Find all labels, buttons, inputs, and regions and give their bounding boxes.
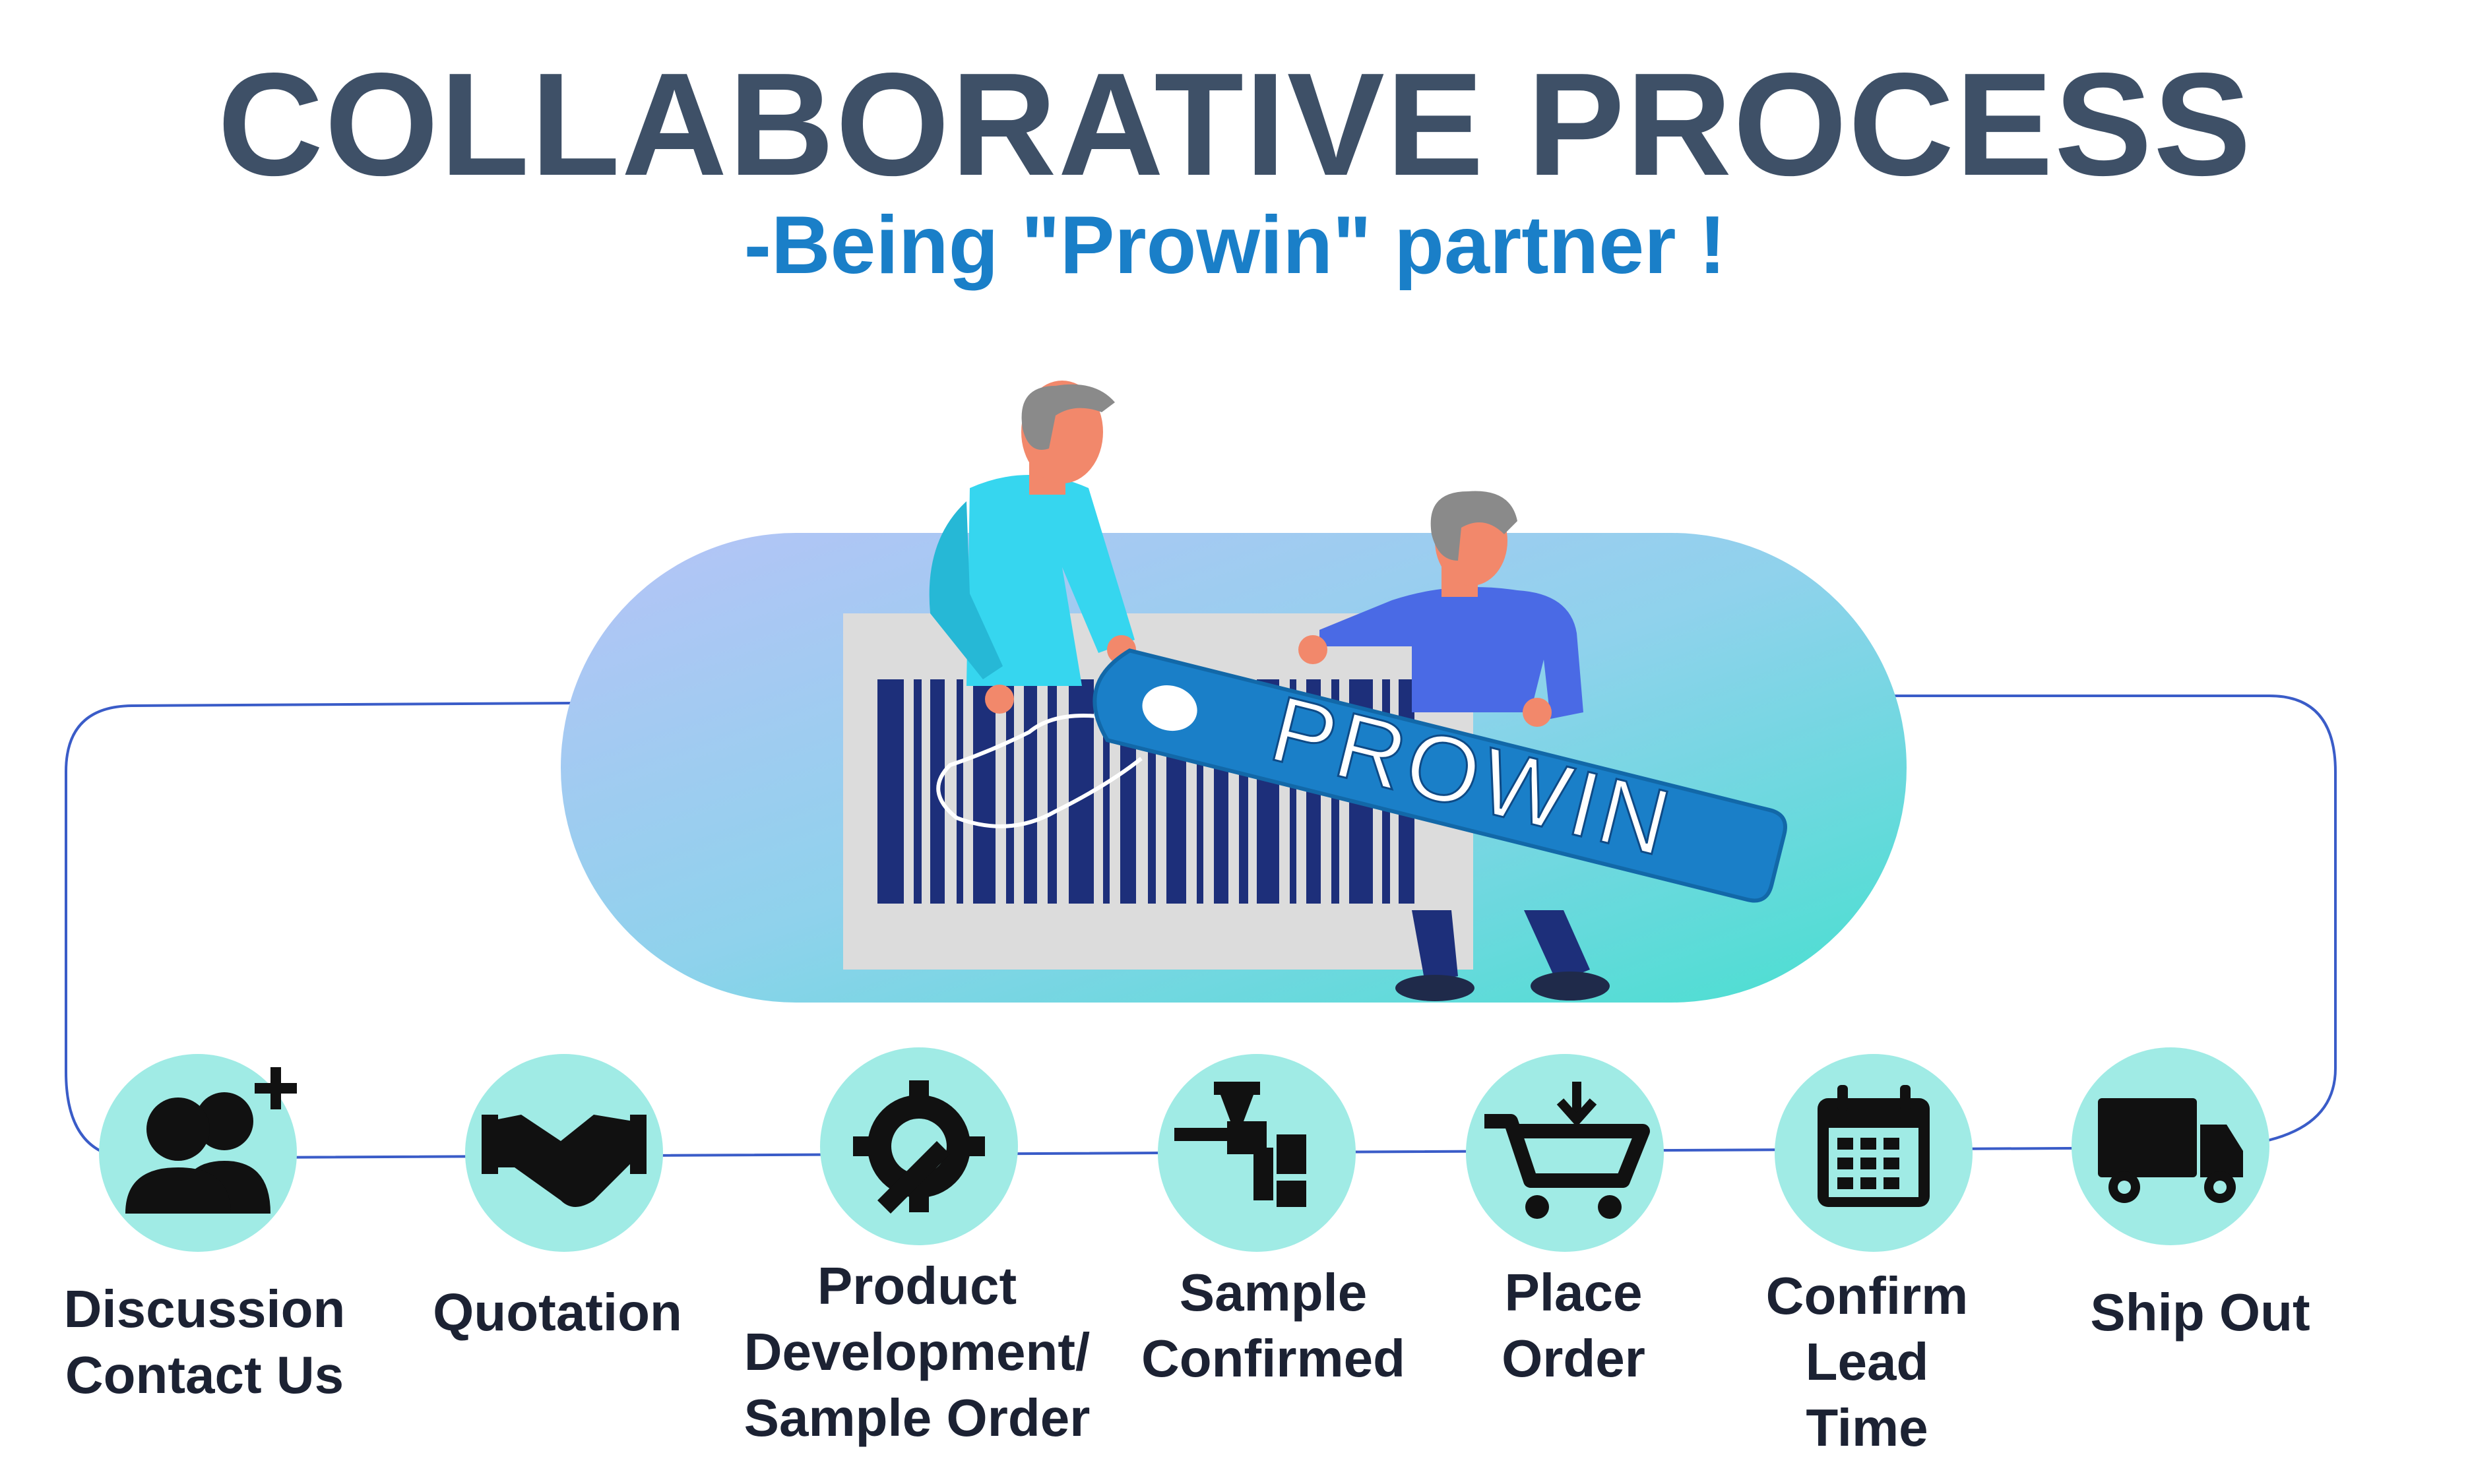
people-add-icon (125, 1067, 297, 1214)
step-label-sample-confirmed: Sample Confirmed (1141, 1263, 1405, 1388)
page-subtitle: -Being "Prowin" partner ! (744, 200, 1726, 291)
cart-icon (1484, 1082, 1650, 1219)
gear-wrench-icon (853, 1080, 985, 1214)
process-steps (99, 1047, 2269, 1252)
step-label-ship-out: Ship Out (2090, 1283, 2310, 1342)
step-discussion (99, 1054, 297, 1252)
step-label-place-order: Place Order (1502, 1263, 1645, 1388)
step-label-confirm-lead-time: Confirm Lead Time (1765, 1266, 1969, 1457)
tag-string (936, 714, 1168, 828)
step-quotation (465, 1054, 663, 1252)
page-title: COLLABORATIVE PROCESS (217, 43, 2253, 206)
step-label-quotation: Quotation (433, 1283, 682, 1342)
step-label-discussion: Discussion Contact Us (63, 1280, 346, 1404)
step-sample-confirmed (1158, 1054, 1356, 1252)
person-right (1298, 491, 1610, 1001)
step-label-product-development: Product Development/ Sample Order (744, 1256, 1091, 1447)
calendar-icon (1818, 1085, 1930, 1207)
truck-icon (2098, 1098, 2243, 1203)
spray-gun-icon (1174, 1082, 1306, 1207)
handshake-icon (482, 1115, 647, 1207)
step-place-order (1466, 1054, 1664, 1252)
step-ship-out (2072, 1047, 2269, 1245)
person-left (929, 381, 1136, 714)
step-product-development (820, 1047, 1018, 1245)
step-confirm-lead-time (1775, 1054, 1973, 1252)
